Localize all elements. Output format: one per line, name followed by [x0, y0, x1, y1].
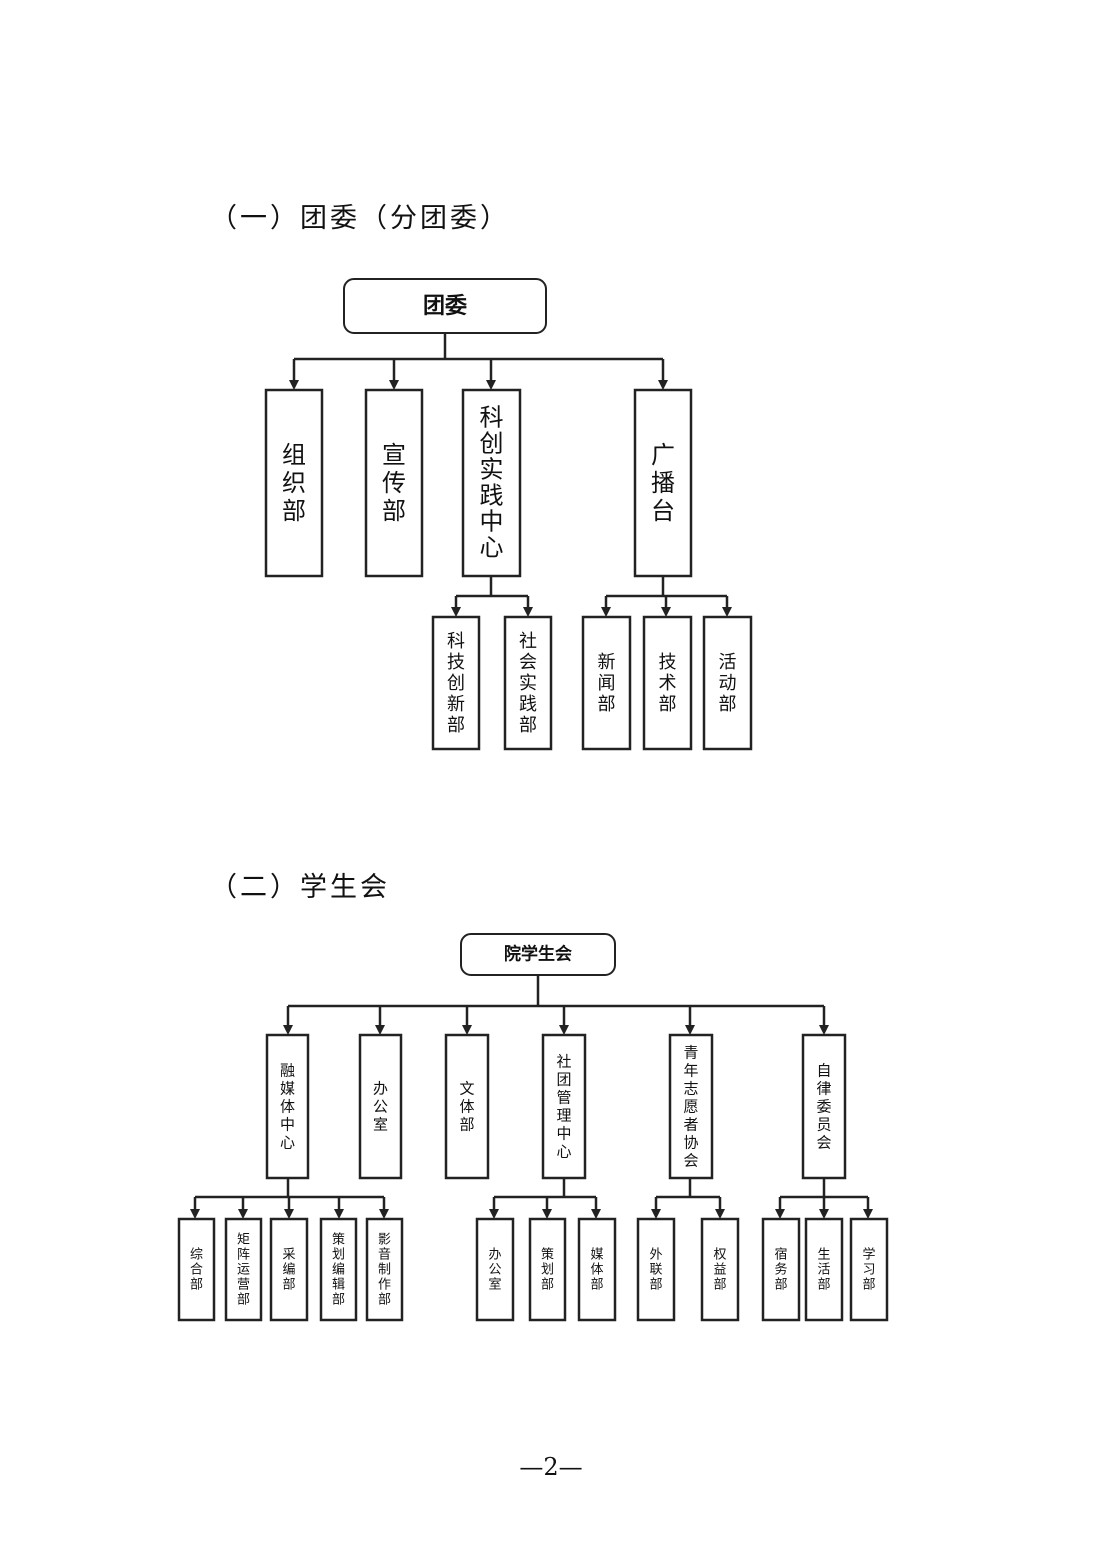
s2-qingxie-connector-0-arrow — [651, 1209, 661, 1219]
s2-zilv-connector-1-arrow — [819, 1209, 829, 1219]
s1-level1-connector-0-arrow — [289, 380, 299, 390]
root-box-xueshenghui-label: 院学生会 — [504, 944, 572, 965]
s2-level1-connector-4-arrow — [685, 1025, 695, 1035]
s2-level1-connector-0-arrow — [283, 1025, 293, 1035]
s2-rongmeiti-sub-box-4: 影音制作部 — [365, 1217, 404, 1322]
s2-rongmeiti-sub-box-0: 综合部 — [177, 1217, 216, 1322]
s2-qingxie-sub-box-0-label: 外联部 — [649, 1248, 662, 1293]
s2-rongmeiti-connector-2-arrow — [284, 1209, 294, 1219]
s1-dept-box-0: 组织部 — [264, 388, 324, 578]
s2-dept-box-5: 自律委员会 — [801, 1033, 847, 1180]
s2-rongmeiti-connector-0-arrow — [190, 1209, 200, 1219]
s2-rongmeiti-sub-box-0-label: 综合部 — [190, 1248, 203, 1293]
root-box-tuanwei-label: 团委 — [423, 293, 467, 319]
root-box-tuanwei: 团委 — [343, 278, 547, 334]
s1-kechuang-connector-1-arrow — [523, 607, 533, 617]
s2-dept-box-3: 社团管理中心 — [541, 1033, 587, 1180]
s2-shetuan-connector-2-arrow — [591, 1209, 601, 1219]
s2-rongmeiti-sub-box-1: 矩阵运营部 — [224, 1217, 263, 1322]
s1-guangbo-sub-box-2: 活动部 — [702, 615, 753, 751]
s1-dept-box-2: 科创实践中心 — [461, 388, 522, 578]
section1-heading: （一）团委（分团委） — [210, 203, 510, 234]
s1-guangbo-sub-box-0: 新闻部 — [581, 615, 632, 751]
s2-qingxie-sub-box-1: 权益部 — [700, 1217, 740, 1322]
section2-heading: （二）学生会 — [210, 872, 390, 903]
s1-level1-connector-2-arrow — [486, 380, 496, 390]
s2-dept-box-1: 办公室 — [358, 1033, 403, 1180]
s2-shetuan-connector-0-arrow — [489, 1209, 499, 1219]
s1-dept-box-1-label: 宣传部 — [382, 441, 406, 525]
s2-dept-box-2: 文体部 — [444, 1033, 490, 1180]
s2-shetuan-sub-box-1: 策划部 — [528, 1217, 567, 1322]
s2-rongmeiti-sub-box-4-label: 影音制作部 — [378, 1233, 391, 1308]
s2-dept-box-3-label: 社团管理中心 — [556, 1053, 571, 1161]
s1-kechuang-sub-box-0-label: 科技创新部 — [447, 631, 465, 736]
s1-guangbo-sub-box-2-label: 活动部 — [719, 652, 737, 715]
s2-rongmeiti-sub-box-2-label: 采编部 — [282, 1248, 295, 1293]
s1-level1-connector-3-arrow — [658, 380, 668, 390]
s1-kechuang-sub-box-1-label: 社会实践部 — [519, 631, 537, 736]
s2-shetuan-sub-box-1-label: 策划部 — [541, 1247, 554, 1293]
s2-rongmeiti-sub-box-2: 采编部 — [269, 1217, 309, 1322]
s2-shetuan-sub-box-2-label: 媒体部 — [590, 1248, 603, 1293]
s2-dept-box-2-label: 文体部 — [459, 1080, 474, 1134]
s1-dept-box-0-label: 组织部 — [282, 441, 306, 525]
s2-rongmeiti-sub-box-1-label: 矩阵运营部 — [237, 1233, 250, 1308]
s1-dept-box-3-label: 广播台 — [651, 441, 675, 525]
s2-rongmeiti-connector-1-arrow — [238, 1209, 248, 1219]
s2-zilv-connector-2-arrow — [863, 1209, 873, 1219]
s2-level1-connector-5-arrow — [819, 1025, 829, 1035]
s2-rongmeiti-connector-4-arrow — [379, 1209, 389, 1219]
s1-kechuang-sub-box-0: 科技创新部 — [431, 615, 481, 751]
s2-dept-box-4: 青年志愿者协会 — [668, 1033, 714, 1180]
s2-level1-connector-3-arrow — [559, 1025, 569, 1035]
s1-dept-box-3: 广播台 — [633, 388, 693, 578]
s2-shetuan-sub-box-0-label: 办公室 — [488, 1248, 501, 1293]
s1-kechuang-sub-box-1: 社会实践部 — [503, 615, 553, 751]
s2-dept-box-0: 融媒体中心 — [265, 1033, 310, 1180]
s2-zilv-sub-box-2-label: 学习部 — [862, 1247, 875, 1293]
s1-kechuang-connector-0-arrow — [451, 607, 461, 617]
s2-shetuan-sub-box-0: 办公室 — [475, 1217, 515, 1322]
s2-zilv-sub-box-2: 学习部 — [849, 1217, 889, 1322]
root-box-xueshenghui: 院学生会 — [460, 933, 616, 976]
s2-qingxie-sub-box-1-label: 权益部 — [713, 1247, 726, 1293]
s1-guangbo-sub-box-0-label: 新闻部 — [598, 652, 616, 715]
s2-zilv-sub-box-1: 生活部 — [804, 1217, 844, 1322]
s2-rongmeiti-connector-3-arrow — [334, 1209, 344, 1219]
s1-guangbo-connector-2-arrow — [722, 607, 732, 617]
s2-zilv-connector-0-arrow — [775, 1209, 785, 1219]
s1-guangbo-connector-0-arrow — [601, 607, 611, 617]
page-number: —2— — [519, 1453, 583, 1481]
s2-zilv-sub-box-0: 宿务部 — [761, 1217, 801, 1322]
s2-shetuan-connector-1-arrow — [542, 1209, 552, 1219]
s1-guangbo-connector-1-arrow — [661, 607, 671, 617]
s2-dept-box-5-label: 自律委员会 — [816, 1062, 831, 1152]
s2-dept-box-1-label: 办公室 — [373, 1080, 388, 1134]
s1-level1-connector-1-arrow — [389, 380, 399, 390]
s2-rongmeiti-sub-box-3-label: 策划编辑部 — [332, 1232, 345, 1308]
s2-level1-connector-2-arrow — [462, 1025, 472, 1035]
s2-dept-box-0-label: 融媒体中心 — [280, 1062, 295, 1152]
s2-zilv-sub-box-0-label: 宿务部 — [774, 1247, 787, 1293]
s2-zilv-sub-box-1-label: 生活部 — [817, 1248, 830, 1293]
s2-shetuan-sub-box-2: 媒体部 — [577, 1217, 617, 1322]
s1-guangbo-sub-box-1-label: 技术部 — [659, 652, 677, 715]
s2-qingxie-sub-box-0: 外联部 — [636, 1217, 676, 1322]
s2-rongmeiti-sub-box-3: 策划编辑部 — [319, 1217, 358, 1322]
s1-dept-box-1: 宣传部 — [364, 388, 424, 578]
s2-level1-connector-1-arrow — [375, 1025, 385, 1035]
s1-guangbo-sub-box-1: 技术部 — [642, 615, 693, 751]
s2-dept-box-4-label: 青年志愿者协会 — [683, 1044, 698, 1170]
s1-dept-box-2-label: 科创实践中心 — [480, 403, 504, 561]
s2-qingxie-connector-1-arrow — [715, 1209, 725, 1219]
